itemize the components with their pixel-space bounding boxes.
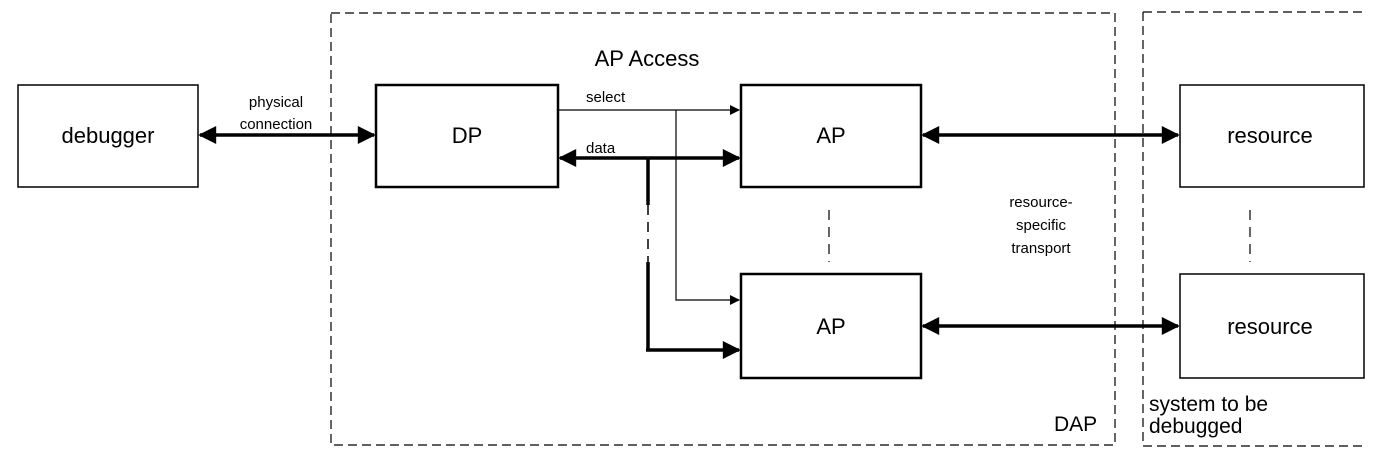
system-region-label-line1: system to be — [1149, 393, 1268, 416]
select-label: select — [586, 89, 626, 106]
transport-label-line1: resource- — [1009, 194, 1072, 211]
data-label: data — [586, 140, 616, 157]
debugger-box: debugger — [17, 84, 199, 188]
transport-label-line3: transport — [1011, 240, 1071, 257]
debugger-label: debugger — [62, 123, 155, 148]
ap-bottom-label: AP — [816, 314, 845, 339]
resource-box-top: resource — [1179, 84, 1365, 188]
ap-box-bottom: AP — [739, 272, 923, 380]
system-region-border — [1142, 11, 1365, 447]
dp-label: DP — [452, 123, 483, 148]
ap-box-top: AP — [739, 83, 923, 189]
physical-connection-label-line1: physical — [249, 94, 303, 111]
resource-top-label: resource — [1227, 123, 1313, 148]
dap-region-label: DAP — [1054, 413, 1097, 436]
resource-bottom-label: resource — [1227, 314, 1313, 339]
ap-top-label: AP — [816, 123, 845, 148]
system-region-label-line2: debugged — [1149, 415, 1242, 438]
physical-connection-label-line2: connection — [240, 116, 313, 133]
ap-access-title: AP Access — [595, 46, 700, 71]
dap-region-border — [330, 12, 1116, 446]
resource-box-bottom: resource — [1179, 273, 1365, 379]
dp-box: DP — [374, 83, 560, 189]
data-bus — [558, 149, 741, 359]
select-line — [558, 105, 740, 305]
transport-label-line2: specific — [1016, 217, 1067, 234]
